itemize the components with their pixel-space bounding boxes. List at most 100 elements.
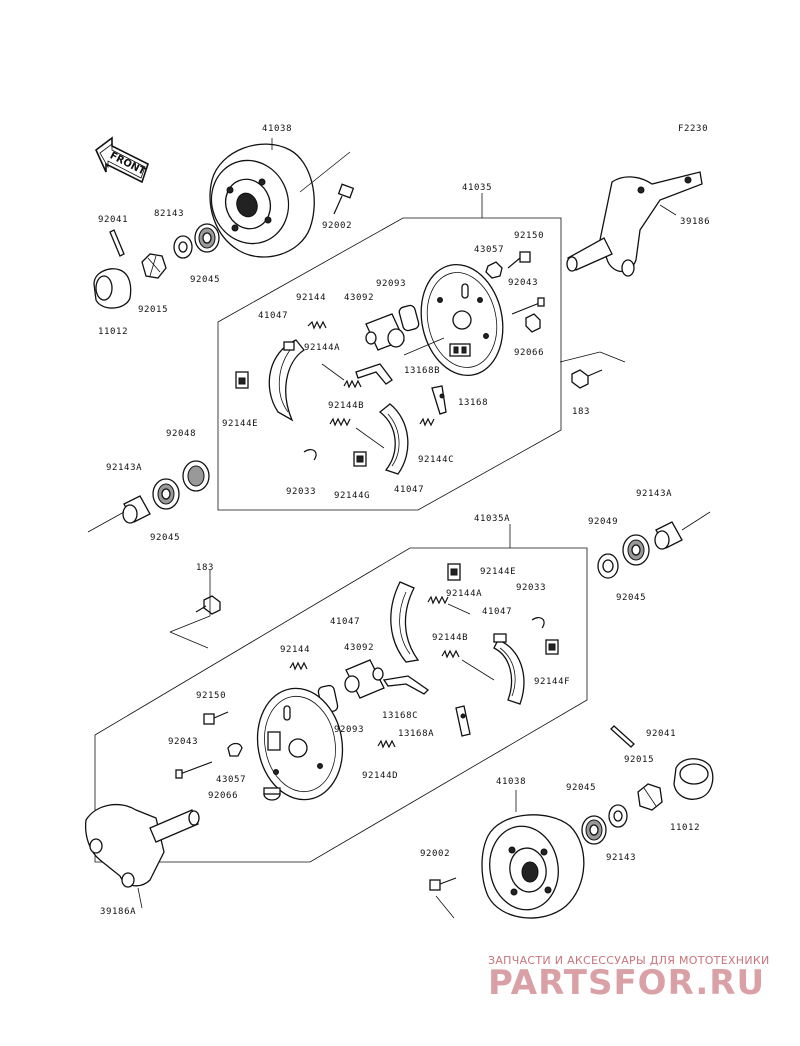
- label-43057-bottom: 43057: [216, 775, 246, 785]
- bolt-92002-top: [333, 183, 355, 215]
- label-92041-bottom: 92041: [646, 729, 676, 739]
- label-92144a-bottom: 92144A: [446, 589, 482, 599]
- steering-knuckle-39186: [566, 171, 703, 277]
- clip-92144f: [545, 639, 559, 655]
- watermark-brand: PARTSFOR.RU: [488, 963, 765, 1003]
- backing-plate-top: [420, 263, 504, 377]
- brake-shoe-41047-top-b: [378, 403, 409, 475]
- spring-92144c-top: [419, 417, 435, 427]
- bolt-92150-top: [507, 251, 531, 269]
- nut-43057-top: [485, 261, 503, 279]
- assembly-frame-41035a: [94, 547, 588, 863]
- label-92143a-right: 92143A: [636, 489, 672, 499]
- castle-nut-92015-top: [141, 253, 167, 279]
- castle-nut-92015-bottom: [637, 783, 663, 811]
- bolt-92002-bottom: [429, 877, 457, 891]
- label-92066-bottom: 92066: [208, 791, 238, 801]
- label-13168b: 13168B: [404, 366, 440, 376]
- sleeve-92143a-right: [654, 521, 683, 550]
- spring-92144b-top: [329, 417, 385, 449]
- backing-plate-bottom: [256, 687, 344, 801]
- bolt-92043-top: [511, 297, 545, 315]
- clip-92144e-top: [235, 371, 249, 389]
- brake-drum-bottom: [481, 814, 585, 919]
- bearing-92045-bottom: [581, 815, 607, 845]
- clip-92033-bottom: [531, 616, 545, 629]
- seal-92049: [597, 553, 619, 579]
- label-92045-bottom: 92045: [566, 783, 596, 793]
- label-92144f: 92144F: [534, 677, 570, 687]
- label-92015-bottom: 92015: [624, 755, 654, 765]
- label-39186a: 39186A: [100, 907, 136, 917]
- hub-cap-11012-top: [93, 268, 132, 309]
- label-39186: 39186: [680, 217, 710, 227]
- label-92144g: 92144G: [334, 491, 370, 501]
- label-92048: 92048: [166, 429, 196, 439]
- label-92144e-bottom: 92144E: [480, 567, 516, 577]
- label-13168a: 13168A: [398, 729, 434, 739]
- lever-13168b-top: [355, 363, 393, 385]
- washer-92143-bottom: [608, 804, 628, 828]
- washer-82143-top: [173, 235, 193, 259]
- lever-13168-top: [431, 385, 447, 415]
- seal-92093-top: [398, 304, 420, 332]
- bearing-92045-top: [194, 223, 220, 253]
- label-41035: 41035: [462, 183, 492, 193]
- label-92150-top: 92150: [514, 231, 544, 241]
- label-41038-top: 41038: [262, 124, 292, 134]
- clip-92033-top: [303, 448, 317, 461]
- label-92002-top: 92002: [322, 221, 352, 231]
- label-92066-top: 92066: [514, 348, 544, 358]
- label-92045-right: 92045: [616, 593, 646, 603]
- sleeve-92143a-left: [122, 495, 151, 524]
- label-41035a: 41035A: [474, 514, 510, 524]
- nut-92066-bottom: [263, 787, 281, 801]
- label-92143a-left: 92143A: [106, 463, 142, 473]
- spring-92144b-bottom: [441, 649, 495, 681]
- label-43057-top: 43057: [474, 245, 504, 255]
- label-92144d: 92144D: [362, 771, 398, 781]
- spring-92144a-bottom: [427, 595, 471, 615]
- label-183-top: 183: [572, 407, 590, 417]
- bearing-92045-left: [152, 478, 180, 510]
- nut-92066-top: [525, 313, 541, 333]
- label-92144a-top: 92144A: [304, 343, 340, 353]
- wheel-cylinder-43092-bottom: [344, 659, 385, 699]
- label-13168-top: 13168: [458, 398, 488, 408]
- label-41047-top-b: 41047: [394, 485, 424, 495]
- spring-92144-bottom: [289, 661, 308, 671]
- label-11012-bottom: 11012: [670, 823, 700, 833]
- label-41038-bottom: 41038: [496, 777, 526, 787]
- hub-cap-11012-bottom: [673, 758, 714, 800]
- clip-92144e-bottom: [447, 563, 461, 581]
- label-92144b-bottom: 92144B: [432, 633, 468, 643]
- label-43092-top: 43092: [344, 293, 374, 303]
- label-92150-bottom: 92150: [196, 691, 226, 701]
- label-92093-top: 92093: [376, 279, 406, 289]
- label-92045-top: 92045: [190, 275, 220, 285]
- label-82143-top: 82143: [154, 209, 184, 219]
- wheel-cylinder-43092-top: [365, 313, 405, 351]
- bolt-183-bottom: [195, 595, 221, 615]
- bearing-seal-92048: [182, 460, 210, 492]
- lever-13168a: [455, 705, 471, 737]
- label-92143-bottom: 92143: [606, 853, 636, 863]
- label-92043-bottom: 92043: [168, 737, 198, 747]
- label-92049: 92049: [588, 517, 618, 527]
- figure-code: F2230: [678, 124, 708, 134]
- spring-92144d: [377, 739, 396, 749]
- label-92144b-top: 92144B: [328, 401, 364, 411]
- spring-92144-top: [307, 320, 327, 330]
- bolt-92043-bottom: [175, 761, 213, 779]
- clip-92144g-top: [353, 451, 367, 467]
- spring-92144a-top: [321, 363, 362, 389]
- label-13168c: 13168C: [382, 711, 418, 721]
- brake-shoe-41047-bottom-a: [390, 581, 420, 663]
- label-92144-top: 92144: [296, 293, 326, 303]
- label-92144e-top: 92144E: [222, 419, 258, 429]
- label-92144c: 92144C: [418, 455, 454, 465]
- label-92033-bottom: 92033: [516, 583, 546, 593]
- label-92002-bottom: 92002: [420, 849, 450, 859]
- cotter-pin-92041-bottom: [610, 725, 635, 748]
